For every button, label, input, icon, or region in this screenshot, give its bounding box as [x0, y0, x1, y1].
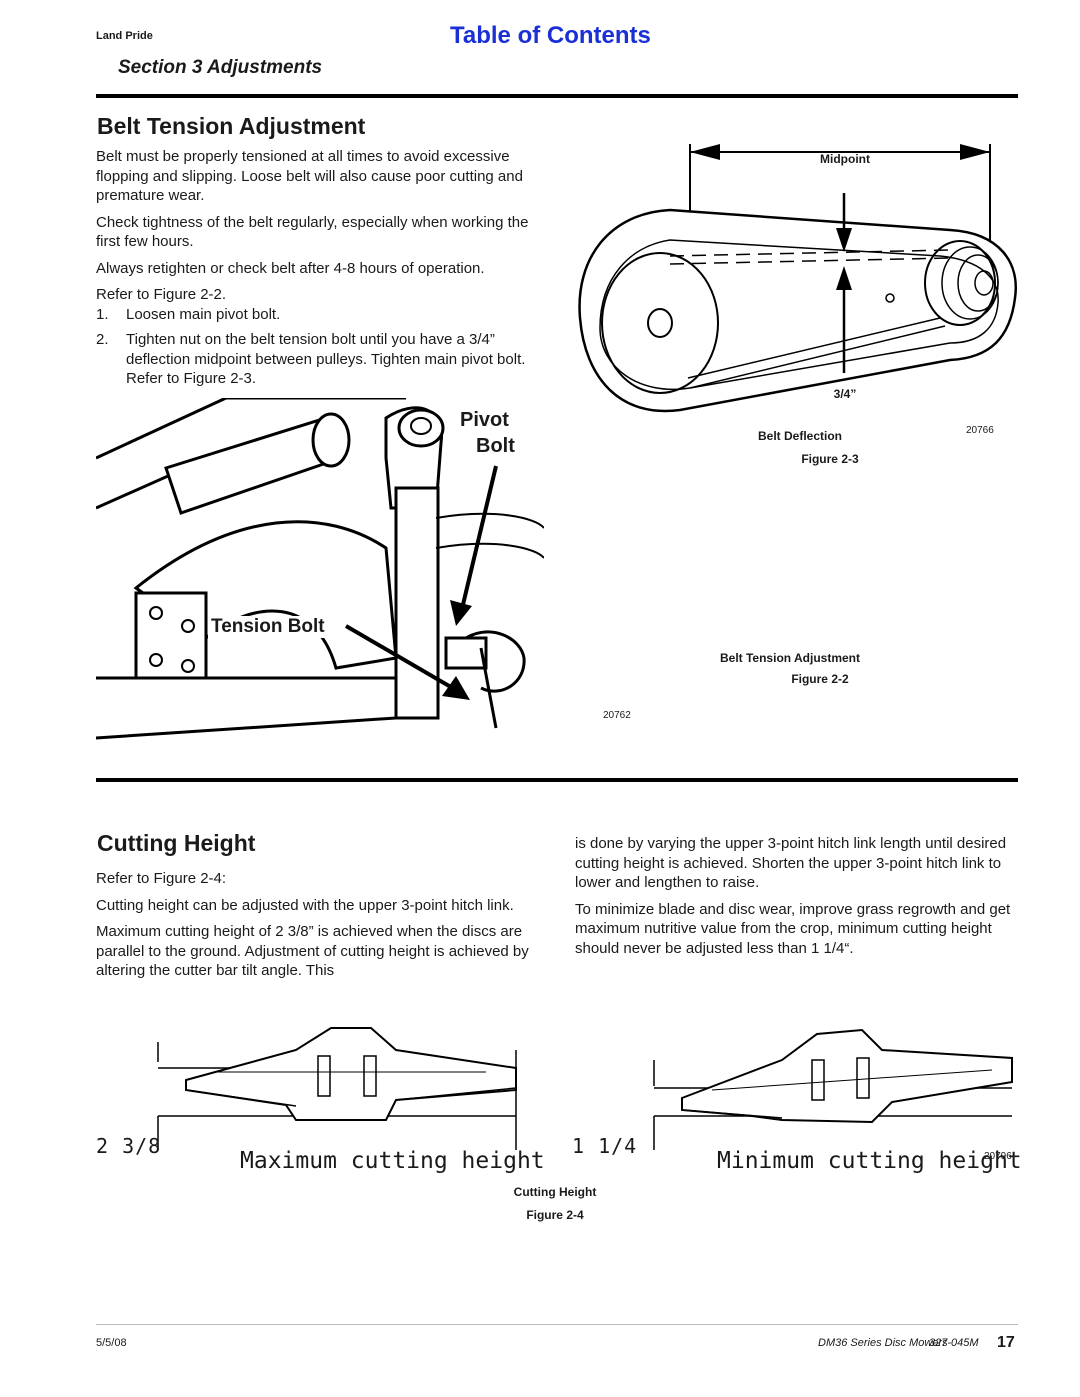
step-text: Tighten nut on the belt tension bolt unt…: [126, 331, 526, 387]
minimum-cutting-height-drawing: [653, 1028, 1013, 1150]
bolt-label: Bolt: [474, 435, 517, 458]
belt-paragraph-3: Always retighten or check belt after 4-8…: [96, 259, 485, 277]
table-of-contents-link[interactable]: Table of Contents: [450, 22, 651, 49]
figure-2-2-caption-title: Belt Tension Adjustment: [719, 651, 860, 665]
figure-2-4-caption-number: Figure 2-4: [526, 1208, 584, 1222]
cutting-refer: Refer to Figure 2-4:: [96, 870, 227, 887]
belt-tension-heading: Belt Tension Adjustment: [97, 113, 366, 139]
cutting-paragraph-1: Cutting height can be adjusted with the …: [96, 896, 514, 914]
step-number: 1.: [96, 305, 109, 323]
belt-paragraph-2: Check tightness of the belt regularly, e…: [96, 213, 529, 251]
cutting-paragraph-2: Maximum cutting height of 2 3/8” is achi…: [96, 923, 529, 979]
belt-tension-drawing: [96, 398, 544, 740]
pivot-label: Pivot: [458, 409, 511, 432]
deflection-value: 3/4”: [833, 387, 857, 401]
figure-2-3-image-number: 20766: [966, 425, 994, 436]
belt-refer: Refer to Figure 2-2.: [96, 286, 227, 303]
maximum-cutting-height-drawing: [157, 1027, 517, 1150]
header-rule: [96, 94, 1018, 98]
cutting-left-column: Refer to Figure 2-4: Cutting height can …: [96, 869, 542, 981]
belt-paragraph-1: Belt must be properly tensioned at all t…: [96, 148, 523, 204]
max-height-label: Maximum cutting height: [240, 1148, 545, 1174]
tension-bolt-label: Tension Bolt: [208, 616, 328, 638]
figure-2-3-caption-number: Figure 2-3: [801, 452, 859, 466]
step-2: 2. Tighten nut on the belt tension bolt …: [96, 330, 542, 389]
min-height-value: 1 1/4: [572, 1134, 638, 1158]
figure-2-4-image-number: 20796: [984, 1151, 1012, 1162]
step-number: 2.: [96, 331, 109, 348]
brand-name: Land Pride: [96, 30, 153, 42]
belt-text-block: Belt must be properly tensioned at all t…: [96, 147, 542, 389]
footer-doc-title: DM36 Series Disc Mowers: [818, 1337, 948, 1349]
footer-doc-number: 327-045M: [929, 1337, 979, 1349]
min-height-label: Minimum cutting height: [717, 1148, 1022, 1174]
footer-rule: [96, 1324, 1018, 1325]
midpoint-label: Midpoint: [820, 152, 870, 166]
figure-2-2-image-number: 20762: [603, 710, 631, 721]
figure-2-3-caption-title: Belt Deflection: [757, 429, 842, 443]
section-divider: [96, 778, 1018, 782]
footer-date: 5/5/08: [96, 1337, 127, 1349]
cutting-right-column: is done by varying the upper 3-point hit…: [575, 834, 1021, 958]
page-number: 17: [997, 1334, 1015, 1351]
step-1: 1. Loosen main pivot bolt.: [96, 305, 542, 325]
cutting-paragraph-3: is done by varying the upper 3-point hit…: [575, 835, 1007, 891]
cutting-height-heading: Cutting Height: [97, 830, 256, 856]
section-title: Section 3 Adjustments: [118, 57, 323, 78]
step-text: Loosen main pivot bolt.: [126, 305, 281, 323]
figure-2-4-caption-title: Cutting Height: [513, 1185, 597, 1199]
belt-deflection-drawing: [578, 144, 1017, 413]
figure-2-2-caption-number: Figure 2-2: [791, 672, 849, 686]
max-height-value: 2 3/8: [96, 1134, 162, 1158]
cutting-paragraph-4: To minimize blade and disc wear, improve…: [575, 900, 1011, 957]
